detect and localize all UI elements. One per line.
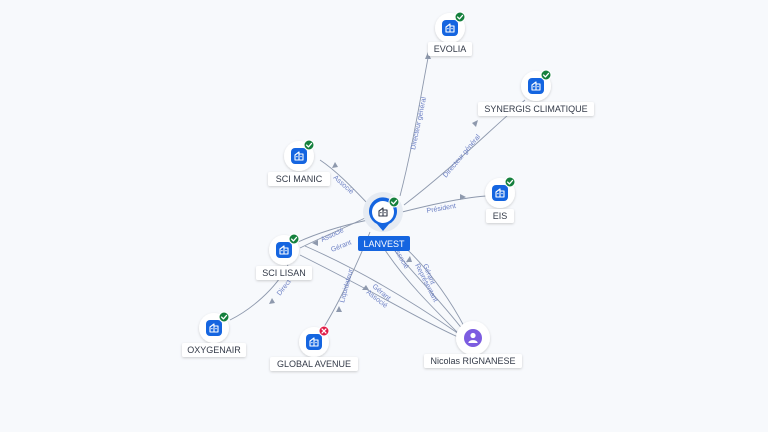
edge-label-synergis: Directeur général <box>442 133 482 179</box>
edge-evolia <box>399 57 429 197</box>
arrow-globalavenue <box>336 306 342 312</box>
node-oxygenair-label-bg <box>182 343 246 357</box>
arrow-scimanic <box>332 162 338 168</box>
arrow-synergis <box>472 120 478 127</box>
node-evolia-label[interactable]: EVOLIA <box>434 44 467 54</box>
active-status-icon <box>288 233 300 245</box>
closed-status-icon <box>318 325 330 337</box>
node-lanvest-label-bg <box>358 236 410 251</box>
edge-label-eis: Président <box>426 203 456 215</box>
building-icon <box>378 207 388 217</box>
arrow-oxygenair <box>269 298 275 304</box>
node-nicolas-label[interactable]: Nicolas RIGNANESE <box>430 356 515 366</box>
edge-label-evolia: Directeur général <box>410 96 428 150</box>
active-status-icon <box>303 139 315 151</box>
node-scimanic-label-bg <box>268 172 330 186</box>
arrow-nicolas-1 <box>406 256 412 262</box>
node-eis-label-bg <box>486 209 514 223</box>
node-globalavenue-label[interactable]: GLOBAL AVENUE <box>277 359 351 369</box>
node-lanvest-label[interactable]: LANVEST <box>363 239 405 249</box>
node-synergis-climatique[interactable] <box>521 69 552 101</box>
node-nicolas-label-bg <box>424 354 522 368</box>
arrow-scilisan <box>312 240 318 246</box>
edge-label-oxygenair: Direct <box>276 278 293 297</box>
edge-scilisan-1 <box>299 217 366 249</box>
person-icon <box>468 332 478 343</box>
active-status-icon <box>218 311 230 323</box>
node-eis[interactable] <box>485 176 516 208</box>
node-sci-lisan[interactable] <box>269 233 300 265</box>
edge-scimanic <box>319 159 369 205</box>
node-oxygenair[interactable] <box>199 311 230 343</box>
arrow-evolia <box>425 52 431 59</box>
edge-nicolas-2 <box>389 244 464 331</box>
edge-nicolas-3 <box>299 254 459 338</box>
node-scilisan-label[interactable]: SCI LISAN <box>262 268 306 278</box>
node-sci-manic[interactable] <box>284 139 315 171</box>
active-status-icon <box>454 11 466 23</box>
node-synergis-label[interactable]: SYNERGIS CLIMATIQUE <box>484 104 587 114</box>
node-lanvest[interactable] <box>363 192 403 232</box>
active-status-icon <box>540 69 552 81</box>
node-evolia-label-bg <box>428 42 472 56</box>
active-status-icon <box>504 176 516 188</box>
node-eis-label[interactable]: EIS <box>493 211 508 221</box>
node-synergis-label-bg <box>478 102 594 116</box>
node-scimanic-label[interactable]: SCI MANIC <box>276 174 323 184</box>
node-nicolas-rignanese[interactable] <box>456 321 490 355</box>
arrow-nicolas-2 <box>362 285 369 290</box>
arrow-eis <box>460 194 466 200</box>
edge-label-scimanic: Associé <box>332 174 355 196</box>
node-scilisan-label-bg <box>256 266 312 280</box>
node-global-avenue[interactable] <box>299 325 330 357</box>
edge-scilisan-2 <box>297 219 369 243</box>
edge-eis <box>397 195 487 214</box>
node-evolia[interactable] <box>435 11 466 43</box>
node-oxygenair-label[interactable]: OXYGENAIR <box>187 345 241 355</box>
edge-label-globalavenue: Liquidateur <box>339 268 355 304</box>
edge-nicolas-4 <box>304 245 460 335</box>
node-globalavenue-label-bg <box>270 357 358 371</box>
active-status-icon <box>388 196 400 208</box>
edge-label-scilisan-2: Gérant <box>330 239 353 254</box>
edge-nicolas-1 <box>384 249 461 336</box>
